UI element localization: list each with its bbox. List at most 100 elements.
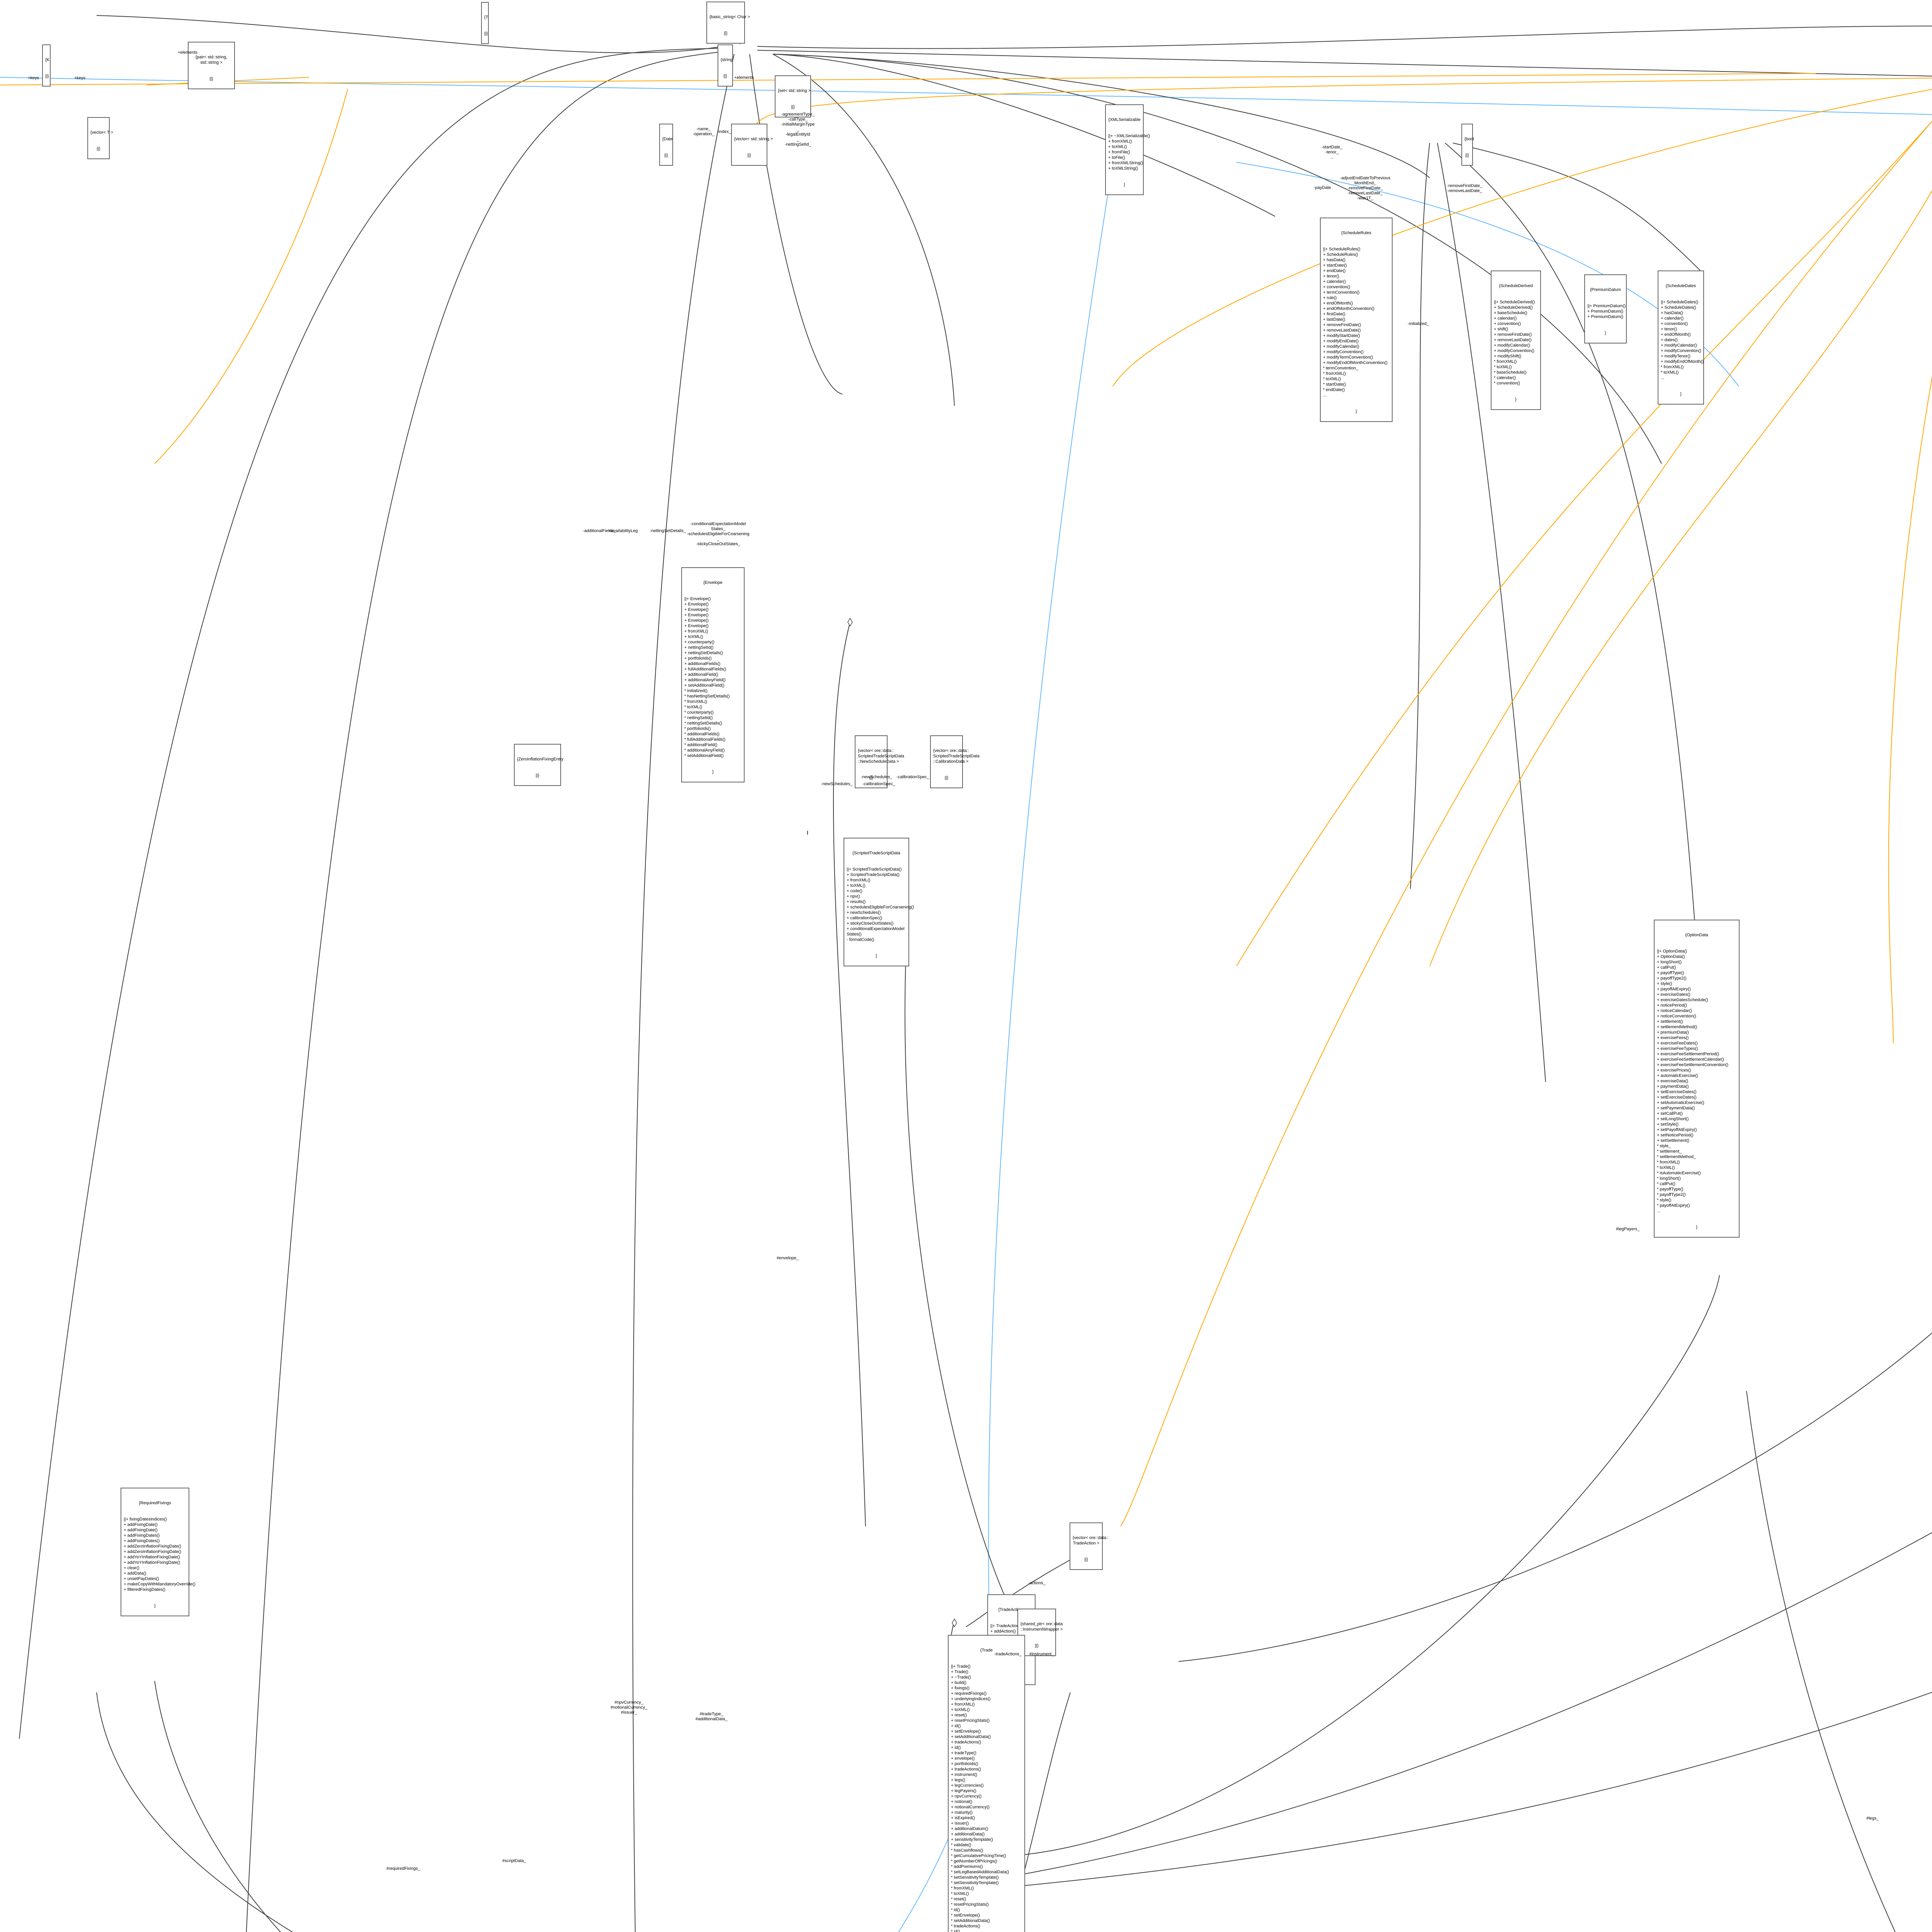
class-member: * id() — [951, 1908, 960, 1912]
edge-label: -newSchedules_ — [861, 775, 893, 779]
class-member: + automaticExercise() — [1657, 1073, 1698, 1078]
class-member: + addFixingDate() — [124, 1522, 158, 1527]
class-member: + modifyCalendar() — [1494, 343, 1530, 348]
node-date[interactable]: {Date ||} — [659, 124, 673, 166]
node-vector-new-schedule-data[interactable]: {vector< ore::data:: ScriptedTradeScript… — [855, 735, 904, 788]
class-member: * fromXML() — [951, 1886, 974, 1891]
node-xml-serializable[interactable]: {XMLSerializable ||+ ~XMLSerializable()+… — [1105, 104, 1150, 195]
node-option-data[interactable]: {OptionData ||+ OptionData()+ OptionData… — [1654, 920, 1740, 1238]
node-T[interactable]: {T ||} — [481, 2, 489, 44]
class-member: * fromXML() — [684, 699, 707, 704]
class-member: + fullAdditionalFields() — [684, 667, 726, 672]
edge-label: +keys — [28, 76, 39, 80]
class-member: * baseSchedule() — [1494, 370, 1527, 375]
class-member: + modifyConvention() — [1661, 349, 1701, 353]
node-bool[interactable]: {bool ||} — [1461, 124, 1474, 166]
class-member: + Envelope() — [684, 618, 709, 623]
class-member: + modifyCalendar() — [1661, 343, 1697, 348]
edge-label: -actions_ — [1028, 1581, 1046, 1585]
edge-label: -name_ -operation_ — [693, 127, 714, 136]
node-inflation-fixing-entry[interactable]: {ZeroInflationFixingEntry ||} — [514, 744, 563, 786]
class-member: + premiumData() — [1657, 1030, 1689, 1035]
class-member: + notionalCurrency() — [951, 1805, 990, 1810]
class-member: + conditionalExpectationModel States() — [847, 927, 905, 937]
edge-label: -conditionalExpectationModel States_ -sc… — [687, 522, 750, 546]
class-member: + toXML() — [847, 883, 866, 888]
class-member: + npvCurrency() — [951, 1794, 982, 1799]
class-member: ... — [1661, 376, 1665, 380]
class-member: + convention() — [1323, 285, 1350, 289]
class-member: + npv() — [847, 894, 860, 899]
class-member: + setExerciseDates() — [1657, 1090, 1697, 1094]
class-member: + firstDate() — [1323, 312, 1345, 316]
class-member: * getNumberOfPricings() — [951, 1859, 997, 1864]
class-member: + setLongShort() — [1657, 1117, 1689, 1121]
class-member: * style_ — [1657, 1144, 1671, 1148]
class-member: + ScheduleDates() — [1661, 305, 1696, 310]
class-member: + envelope() — [951, 1756, 975, 1761]
edge-label: -newSchedules_ — [821, 782, 853, 786]
node-required-fixings[interactable]: {RequiredFixings ||+ fixingDatesIndices(… — [121, 1488, 196, 1616]
class-member: * setAdditionalData() — [951, 1918, 990, 1923]
node-scripted-trade-script-data[interactable]: {ScriptedTradeScriptData ||+ ScriptedTra… — [844, 838, 914, 966]
node-vector-T[interactable]: {vector< T > ||} — [87, 117, 113, 159]
class-member: + convention() — [1661, 321, 1688, 326]
class-member: + addYoYInflationFixingDate() — [124, 1555, 180, 1560]
class-member: * longShort() — [1657, 1176, 1681, 1181]
edge-label: -payDate — [1314, 185, 1331, 190]
node-trade[interactable]: {Trade ||+ Trade()+ Trade()+ ~Trade()+ b… — [948, 1635, 1025, 1932]
node-K[interactable]: {K ||} — [42, 44, 51, 87]
class-member: + setCallPut() — [1657, 1111, 1683, 1116]
class-member: * setSensitivityTemplate() — [951, 1875, 999, 1880]
class-member: + settlementMethod() — [1657, 1025, 1697, 1029]
class-member: + hasData() — [1661, 311, 1683, 315]
class-member: + baseSchedule() — [1494, 311, 1527, 315]
node-schedule-derived[interactable]: {ScheduleDerived ||+ ScheduleDerived()+ … — [1491, 270, 1541, 410]
class-member: + setEnvelope() — [951, 1729, 981, 1734]
class-member: * fromXML() — [1323, 371, 1346, 376]
class-member: + modifyShift() — [1494, 354, 1522, 359]
class-member: ||+ ScheduleRules() — [1323, 247, 1361, 252]
edge-label: +elements — [734, 75, 754, 80]
node-vector-trade-action[interactable]: {vector< ore::data:: TradeAction > ||} — [1070, 1522, 1109, 1570]
class-member: + build() — [951, 1680, 967, 1685]
node-vector-string[interactable]: {vector< std::string > ||} — [731, 124, 773, 166]
class-member: + payoffAtExpiry() — [1657, 987, 1691, 992]
class-member: * setLegBasedAdditionalData() — [951, 1870, 1009, 1874]
class-member: + toXML() — [684, 634, 703, 639]
edge-label: -additionalFields_ — [583, 529, 616, 533]
class-member: + calendar() — [1494, 316, 1517, 321]
class-member: + style() — [1657, 981, 1672, 986]
class-member: + dates() — [1661, 338, 1678, 342]
node-pair-string[interactable]: {pair< std::string, std::string > ||} — [188, 42, 235, 89]
class-member: + additionalFields() — [684, 662, 721, 666]
node-schedule-rules[interactable]: {ScheduleRules ||+ ScheduleRules()+ Sche… — [1320, 218, 1393, 422]
class-member: + removeFirstDate() — [1323, 323, 1361, 327]
node-basic-string[interactable]: {basic_string< Char > ||} — [706, 2, 750, 44]
class-member: + setAdditionalField() — [684, 683, 724, 688]
class-member: + filteredFixingDates() — [124, 1587, 165, 1592]
class-member: ||+ PremiumDatum() — [1587, 304, 1626, 308]
edge-label: #legs_ — [1866, 1816, 1879, 1821]
class-member: + removeLastDate() — [1323, 328, 1361, 333]
node-premium-datum[interactable]: {PremiumDatum ||+ PremiumDatum()+ Premiu… — [1584, 274, 1627, 344]
class-member: + ScheduleDerived() — [1494, 305, 1533, 310]
class-member: ||+ OptionData() — [1657, 949, 1687, 954]
node-string[interactable]: {string ||} — [718, 44, 733, 87]
class-member: + toXML() — [951, 1708, 970, 1712]
class-member: + addYoYInflationFixingDate() — [124, 1560, 180, 1565]
class-member: + Envelope() — [684, 613, 709, 617]
class-member: + unsetPayDates() — [124, 1577, 159, 1581]
class-member: + calendar() — [1661, 316, 1684, 321]
node-vector-calibration-data[interactable]: {vector< ore::data:: ScriptedTradeScript… — [930, 735, 980, 788]
class-member: + tradeType() — [951, 1751, 976, 1755]
class-member: + PremiumDatum() — [1587, 315, 1624, 319]
node-schedule-dates[interactable]: {ScheduleDates ||+ ScheduleDates()+ Sche… — [1658, 270, 1704, 405]
class-member: * tradeActions() — [951, 1924, 980, 1929]
node-shared-instrument-wrapper[interactable]: {shared_ptr< ore::data ::InstrumentWrapp… — [1017, 1609, 1063, 1656]
node-envelope[interactable]: {Envelope ||+ Envelope()+ Envelope()+ En… — [681, 567, 745, 782]
class-member: + maturity() — [951, 1810, 973, 1815]
node-set-string[interactable]: {set< std::string > ||} — [775, 75, 811, 117]
class-member: * addPremiums() — [951, 1864, 983, 1869]
edge-label: -removeFirstDate_ -removeLastDate_ — [1447, 184, 1483, 193]
